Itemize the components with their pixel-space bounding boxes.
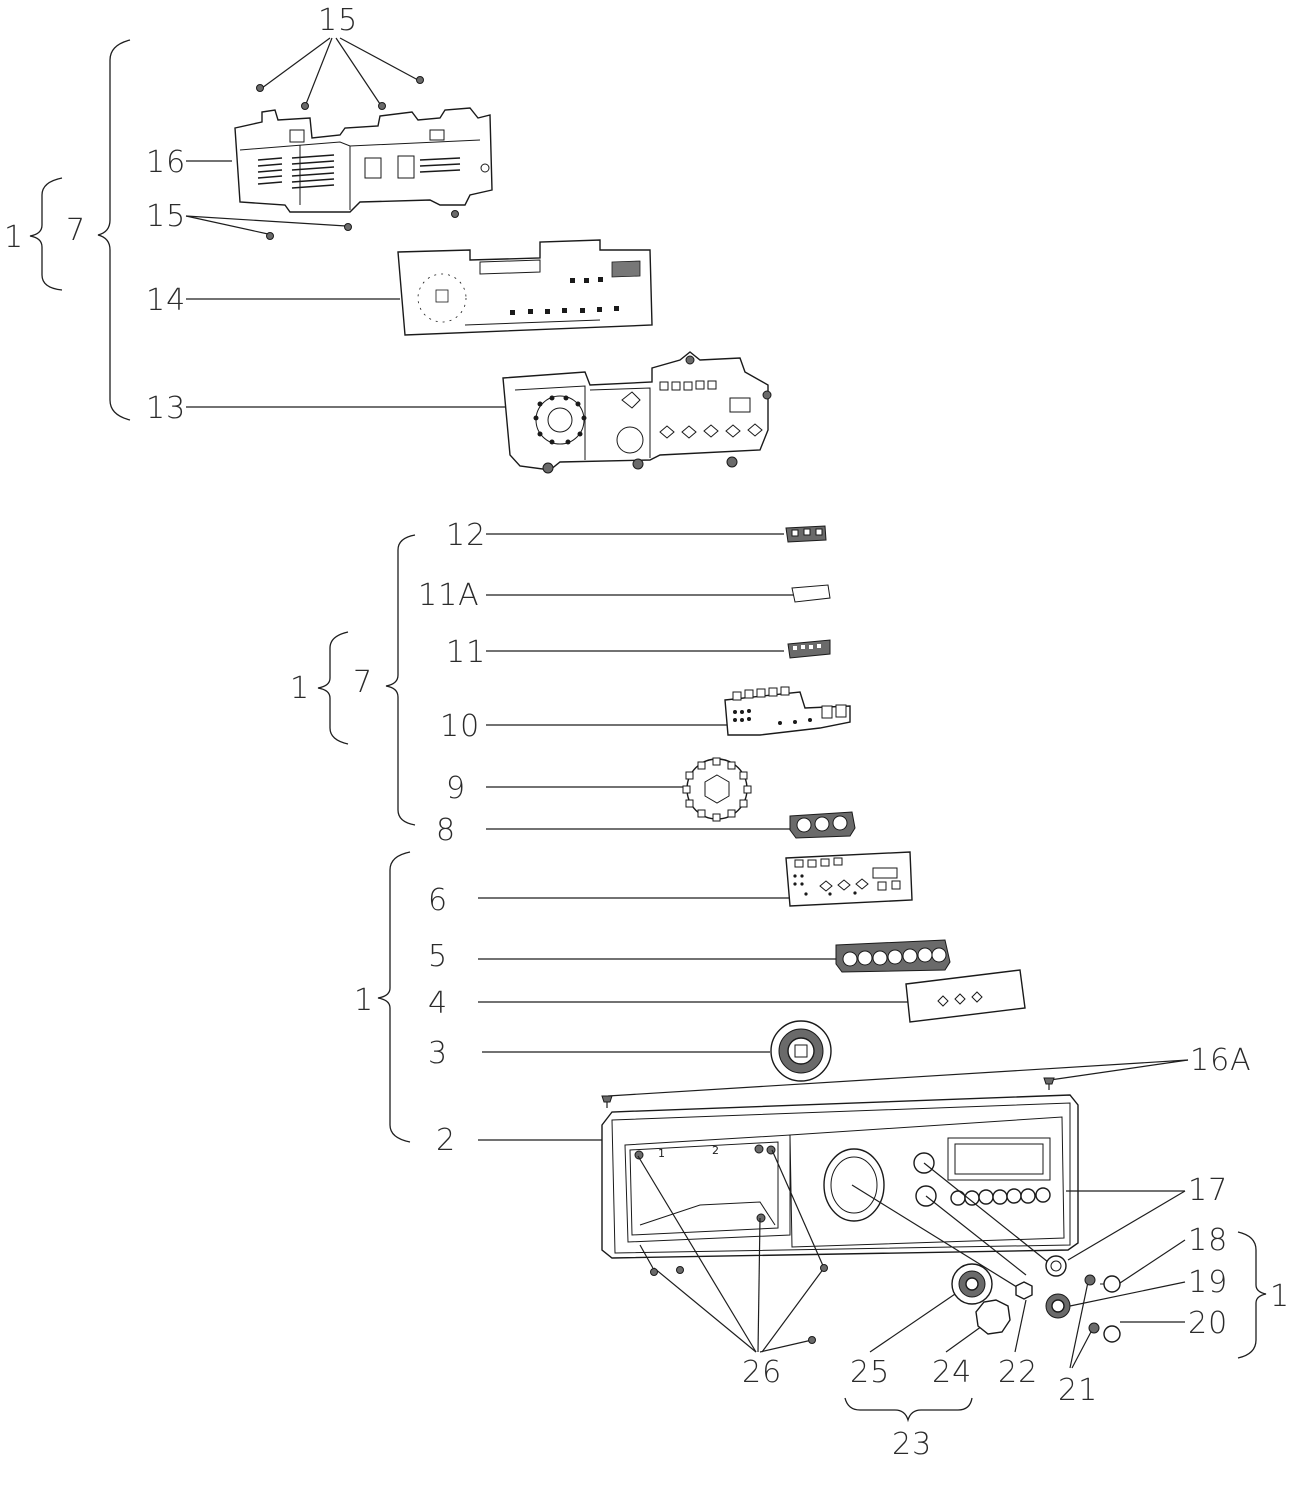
brace-group-1-low — [377, 851, 411, 1143]
callout-24: 24 — [932, 1355, 972, 1390]
callout-13: 13 — [146, 391, 186, 426]
control-panel-2: 1 2 — [601, 1094, 1079, 1259]
display-pcb-6 — [785, 851, 913, 907]
brace-group-23 — [844, 1397, 973, 1423]
led-light-guide-11 — [787, 639, 831, 659]
control-frame-13 — [502, 351, 772, 474]
callout-8: 8 — [436, 813, 456, 848]
callout-15-top: 15 — [318, 3, 358, 38]
callout-16a: 16A — [1190, 1043, 1252, 1078]
label-sticker-11a — [791, 584, 831, 603]
callout-3: 3 — [428, 1036, 448, 1071]
callout-18: 18 — [1188, 1223, 1228, 1258]
led-ring-9 — [682, 757, 752, 822]
callout-1-mid: 1 — [290, 671, 310, 706]
screw-26-b — [676, 1266, 684, 1274]
knob-25 — [951, 1263, 993, 1305]
callout-2: 2 — [436, 1123, 456, 1158]
screw-15-b — [301, 102, 309, 110]
callout-1-right: 1 — [1270, 1279, 1290, 1314]
callout-11: 11 — [446, 635, 486, 670]
callout-16: 16 — [146, 145, 186, 180]
button-20 — [1103, 1325, 1121, 1343]
screw-15-e — [266, 232, 274, 240]
electronic-housing-16 — [234, 107, 493, 213]
callout-23: 23 — [892, 1427, 932, 1462]
callout-1-top: 1 — [4, 220, 24, 255]
screw-16a-a — [601, 1095, 613, 1108]
screw-15-f — [344, 223, 352, 231]
callout-17: 17 — [1188, 1173, 1228, 1208]
program-knob-3 — [770, 1020, 832, 1082]
callout-10: 10 — [440, 709, 480, 744]
callout-7-mid: 7 — [353, 665, 373, 700]
button-set-8 — [789, 811, 856, 839]
circuit-board-14 — [397, 239, 653, 336]
screw-26-a — [650, 1268, 658, 1276]
screw-26-c — [820, 1264, 828, 1272]
callout-9: 9 — [446, 771, 466, 806]
knob-19 — [1045, 1293, 1071, 1319]
callout-15-left: 15 — [146, 199, 186, 234]
callout-19: 19 — [1188, 1265, 1228, 1300]
button-strip-5 — [835, 939, 951, 973]
dispenser-slot-1-mark: 1 — [658, 1147, 665, 1160]
button-18 — [1100, 1275, 1121, 1293]
callout-26: 26 — [742, 1355, 782, 1390]
screw-15-d — [416, 76, 424, 84]
callout-7-top: 7 — [66, 213, 86, 248]
screw-15-c — [378, 102, 386, 110]
dispenser-slot-2-mark: 2 — [712, 1144, 719, 1157]
spring-21-a — [1084, 1274, 1096, 1286]
connector-12 — [785, 525, 827, 543]
callout-21: 21 — [1058, 1373, 1098, 1408]
brace-group-1-top — [29, 177, 63, 291]
callout-20: 20 — [1188, 1306, 1228, 1341]
brace-group-7-mid — [385, 534, 416, 826]
callout-11a: 11A — [418, 578, 480, 613]
brace-group-7-top — [97, 39, 131, 421]
screw-15-a — [256, 84, 264, 92]
hex-insert-22 — [1015, 1281, 1033, 1300]
callout-4: 4 — [428, 986, 448, 1021]
knob-cap-24 — [975, 1299, 1011, 1335]
brace-group-1-right — [1237, 1231, 1267, 1359]
light-pipe-10 — [724, 686, 851, 736]
callout-22: 22 — [998, 1355, 1038, 1390]
callout-12: 12 — [446, 518, 486, 553]
screw-26-d — [808, 1336, 816, 1344]
callout-6: 6 — [428, 883, 448, 918]
callout-14: 14 — [146, 283, 186, 318]
screw-15-g — [451, 210, 459, 218]
knob-cap-17 — [1045, 1255, 1067, 1277]
brace-group-1-mid — [317, 631, 349, 745]
spring-21-b — [1088, 1322, 1100, 1334]
window-lens-4 — [905, 969, 1026, 1023]
callout-1-low: 1 — [354, 983, 374, 1018]
callout-25: 25 — [850, 1355, 890, 1390]
screw-16a-b — [1043, 1077, 1055, 1090]
callout-5: 5 — [428, 939, 448, 974]
